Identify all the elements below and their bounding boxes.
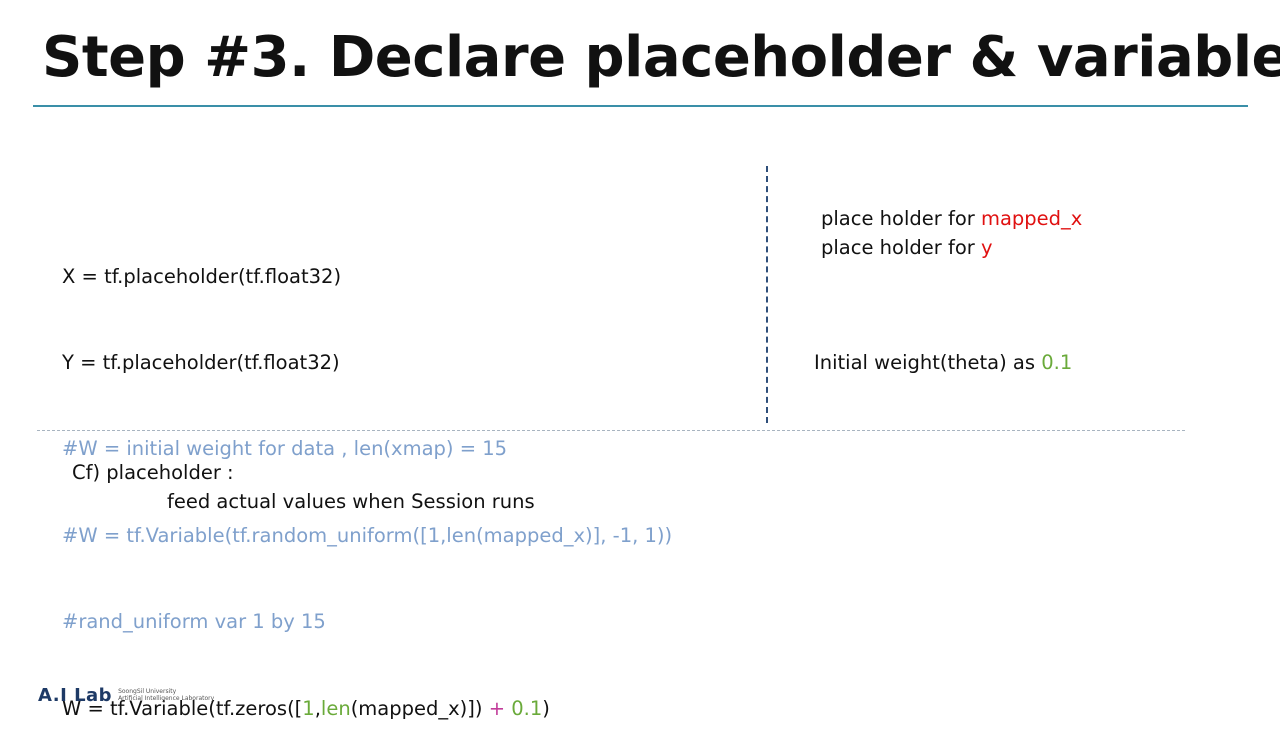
code-w-part: (mapped_x)]) [350,696,489,720]
note-w-highlight: 0.1 [1041,351,1073,374]
page-title: Step #3. Declare placeholder & variable [42,25,1280,90]
note-y-placeholder: place holder for y [821,234,993,263]
note-x-highlight: mapped_x [980,207,1083,230]
title-underline [33,105,1248,107]
code-w-comma: , [314,696,321,720]
note-y-text: place holder for [821,236,981,259]
code-line-w: W = tf.Variable(tf.zeros([1,len(mapped_x… [62,695,672,724]
code-w-part: W = tf.Variable(tf.zeros([ [62,696,303,720]
code-w-plus-operator: + [488,696,506,720]
code-w-close-paren: ) [542,696,550,720]
code-comment-initial-weight: #W = initial weight for data , len(xmap)… [62,437,508,461]
note-w-text: Initial weight(theta) as [814,351,1042,374]
code-line-x: X = tf.placeholder(tf.float32) [62,264,342,288]
code-block: X = tf.placeholder(tf.float32) Y = tf.pl… [62,205,672,752]
note-initial-weight: Initial weight(theta) as 0.1 [814,349,1072,378]
note-x-placeholder: place holder for mapped_x [821,205,1082,234]
logo-university: SoongSil University [118,688,177,695]
footer-logo: A.I Lab SoongSil University Artificial I… [38,682,214,708]
code-comment-rand-uniform-var: #rand_uniform var 1 by 15 [62,610,326,634]
code-w-len-function: len [320,696,351,720]
code-w-number-one: 1 [302,696,315,720]
logo-caption: SoongSil University Artificial Intellige… [118,688,214,702]
cf-detail: feed actual values when Session runs [167,490,535,513]
logo-laboratory: Artificial Intelligence Laboratory [118,695,215,702]
horizontal-divider [37,430,1185,431]
vertical-divider [766,166,768,423]
code-w-number-point-one: 0.1 [511,696,543,720]
code-comment-random-uniform: #W = tf.Variable(tf.random_uniform([1,le… [62,523,673,547]
cf-label: Cf) placeholder : [72,461,234,484]
code-line-y: Y = tf.placeholder(tf.float32) [62,350,340,374]
ai-lab-logo: A.I Lab [38,684,113,706]
note-x-text: place holder for [821,207,981,230]
note-y-highlight: y [980,236,993,259]
